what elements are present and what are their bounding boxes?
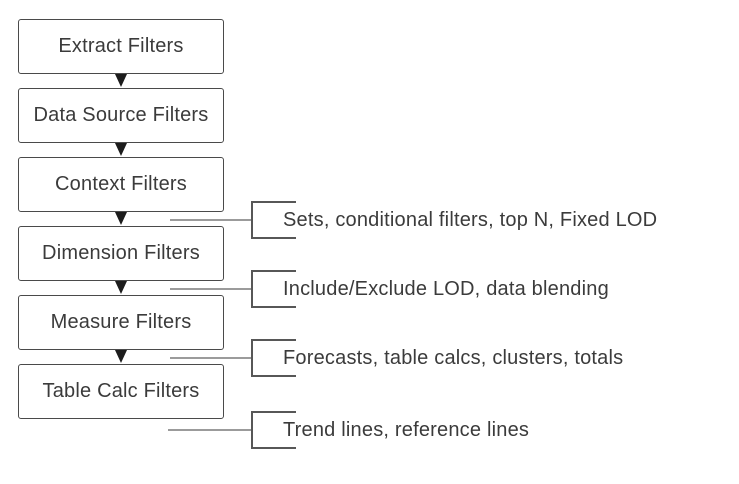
bracket-shape bbox=[251, 270, 296, 308]
connector-line bbox=[170, 288, 252, 290]
flow-box-measure-filters: Measure Filters bbox=[18, 295, 224, 350]
flow-box-label: Table Calc Filters bbox=[42, 380, 200, 402]
annotation-label: Include/Exclude LOD, data blending bbox=[283, 278, 609, 300]
flow-box-context-filters: Context Filters bbox=[18, 157, 224, 212]
annotation-label: Sets, conditional filters, top N, Fixed … bbox=[283, 209, 658, 231]
bracket-shape bbox=[251, 339, 296, 377]
flow-box-table-calc-filters: Table Calc Filters bbox=[18, 364, 224, 419]
bracket-shape bbox=[251, 201, 296, 239]
flow-box-label: Data Source Filters bbox=[33, 104, 209, 126]
arrow-down-icon bbox=[115, 74, 127, 87]
annotation-label: Forecasts, table calcs, clusters, totals bbox=[283, 347, 624, 369]
flow-box-label: Measure Filters bbox=[50, 311, 192, 333]
flow-box-dimension-filters: Dimension Filters bbox=[18, 226, 224, 281]
flow-box-label: Extract Filters bbox=[58, 35, 184, 57]
connector-line bbox=[170, 219, 252, 221]
flow-box-label: Dimension Filters bbox=[42, 242, 200, 264]
bracket-shape bbox=[251, 411, 296, 449]
arrow-down-icon bbox=[115, 350, 127, 363]
flow-box-label: Context Filters bbox=[55, 173, 187, 195]
connector-line bbox=[170, 357, 252, 359]
flow-box-data-source-filters: Data Source Filters bbox=[18, 88, 224, 143]
arrow-down-icon bbox=[115, 212, 127, 225]
arrow-down-icon bbox=[115, 281, 127, 294]
flow-box-extract-filters: Extract Filters bbox=[18, 19, 224, 74]
connector-line bbox=[168, 429, 252, 431]
annotation-label: Trend lines, reference lines bbox=[283, 419, 530, 441]
arrow-down-icon bbox=[115, 143, 127, 156]
